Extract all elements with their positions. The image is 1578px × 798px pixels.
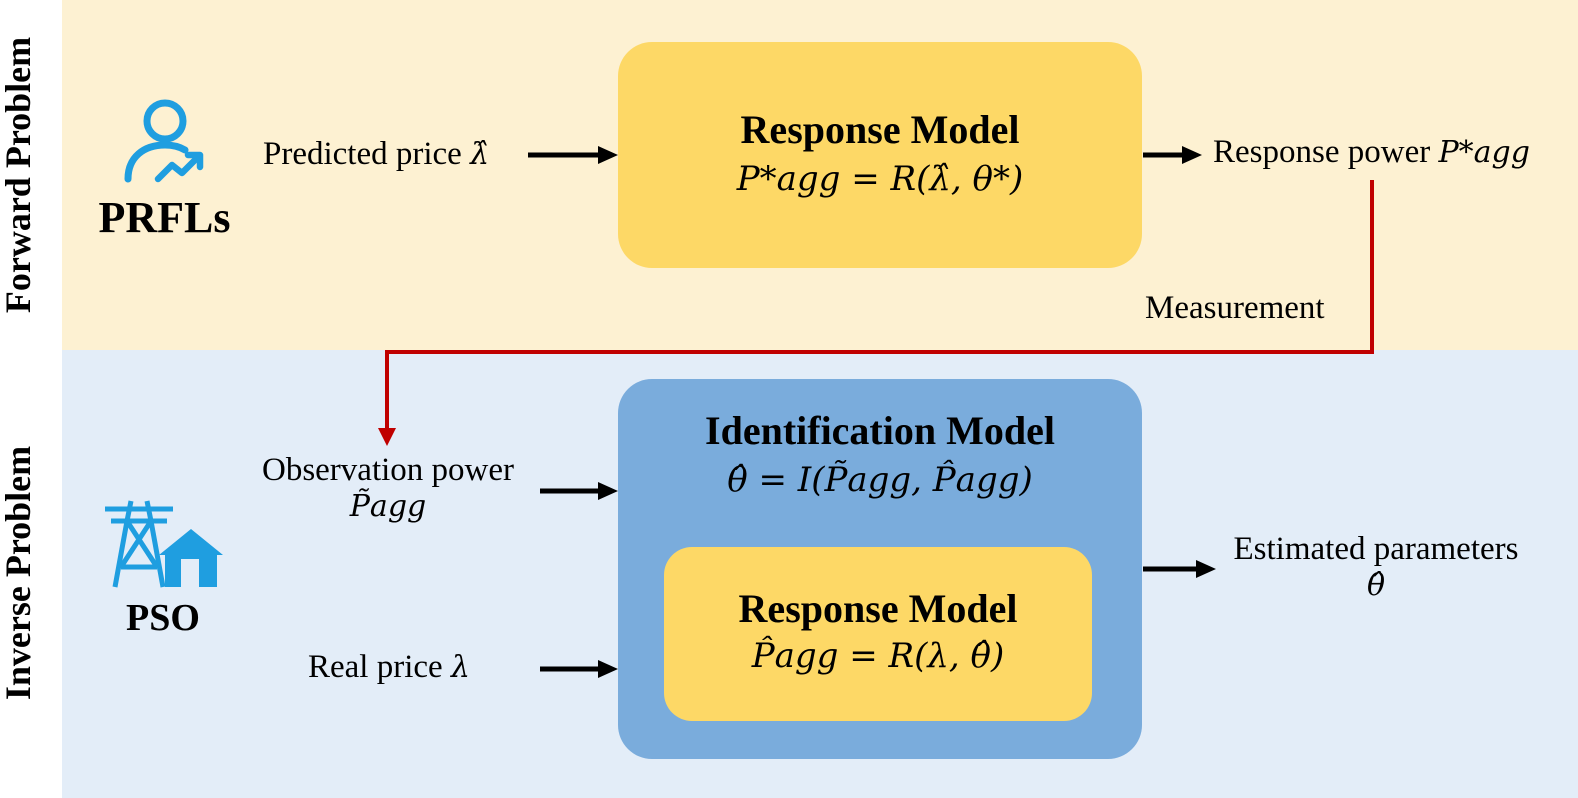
power-tower-house-icon	[105, 500, 223, 588]
real-price-arrow	[540, 660, 618, 678]
inner-response-model-title: Response Model	[738, 586, 1018, 631]
predicted-price-text: Predicted price	[263, 136, 462, 172]
pso-name: PSO	[126, 597, 200, 639]
user-growth-icon	[124, 99, 203, 183]
measurement-label: Measurement	[1145, 290, 1325, 326]
estimated-parameters-label: Estimated parameters θ̂	[1214, 531, 1538, 603]
predicted-price-symbol: λ̂	[470, 137, 490, 172]
response-model-formula: P*agg = R(λ̂, θ*)	[736, 159, 1024, 199]
predicted-price-label: Predicted price λ̂	[263, 136, 489, 173]
real-price-symbol: λ	[450, 650, 470, 685]
estimated-parameters-symbol: θ̂	[1366, 568, 1386, 603]
real-price-text: Real price	[308, 649, 443, 685]
observation-power-text: Observation power	[261, 452, 514, 488]
estimated-parameters-text: Estimated parameters	[1233, 531, 1519, 567]
prfl-actor: PRFLs	[92, 95, 237, 243]
measurement-arrow	[378, 180, 1374, 446]
response-power-symbol: P*agg	[1438, 135, 1530, 170]
identification-model-title: Identification Model	[705, 408, 1055, 453]
response-model-title: Response Model	[740, 107, 1020, 152]
response-model-box: Response Model P*agg = R(λ̂, θ*)	[618, 42, 1142, 268]
predicted-price-arrow	[528, 146, 618, 164]
pso-actor: PSO	[100, 495, 226, 640]
real-price-label: Real price λ	[308, 649, 470, 686]
response-power-label: Response power P*agg	[1213, 134, 1530, 171]
observation-power-arrow	[540, 482, 618, 500]
observation-power-label: Observation power P̃agg	[248, 452, 528, 524]
inner-response-model-box: Response Model P̂agg = R(λ, θ̂)	[664, 547, 1092, 721]
prfl-name: PRFLs	[98, 193, 231, 242]
estimated-parameters-arrow	[1143, 560, 1216, 578]
response-power-arrow	[1143, 146, 1202, 164]
identification-model-formula: θ̂ = I(P̃agg, P̂agg)	[727, 460, 1033, 500]
inner-response-model-formula: P̂agg = R(λ, θ̂)	[751, 636, 1005, 676]
observation-power-symbol: P̃agg	[349, 489, 427, 524]
response-power-text: Response power	[1213, 134, 1431, 170]
